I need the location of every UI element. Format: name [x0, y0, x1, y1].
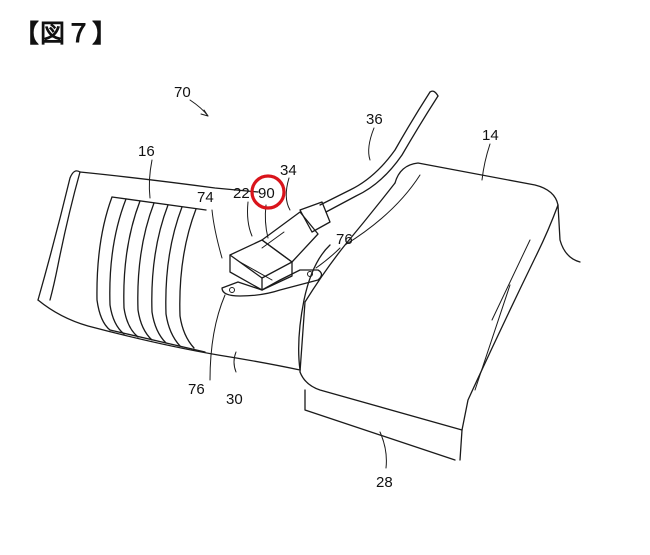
- red-circle-highlight-icon: [250, 174, 286, 210]
- label-34: 34: [280, 162, 297, 179]
- label-90: 90: [258, 185, 275, 202]
- sensor-connector: [221, 201, 331, 297]
- cable-36: [319, 90, 439, 213]
- label-74: 74: [197, 189, 214, 206]
- box-14: [299, 162, 581, 461]
- label-22: 22: [233, 185, 250, 202]
- label-30: 30: [226, 391, 243, 408]
- coil-windings: [96, 196, 207, 353]
- label-76-right: 76: [336, 231, 353, 248]
- label-76-bottom: 76: [188, 381, 205, 398]
- label-28: 28: [376, 474, 393, 491]
- label-14: 14: [482, 127, 499, 144]
- tube-body: [37, 170, 331, 371]
- label-16: 16: [138, 143, 155, 160]
- figure-title: 【図７】: [14, 19, 119, 48]
- leader-lines: [148, 99, 491, 469]
- label-36: 36: [366, 111, 383, 128]
- label-70: 70: [174, 84, 191, 101]
